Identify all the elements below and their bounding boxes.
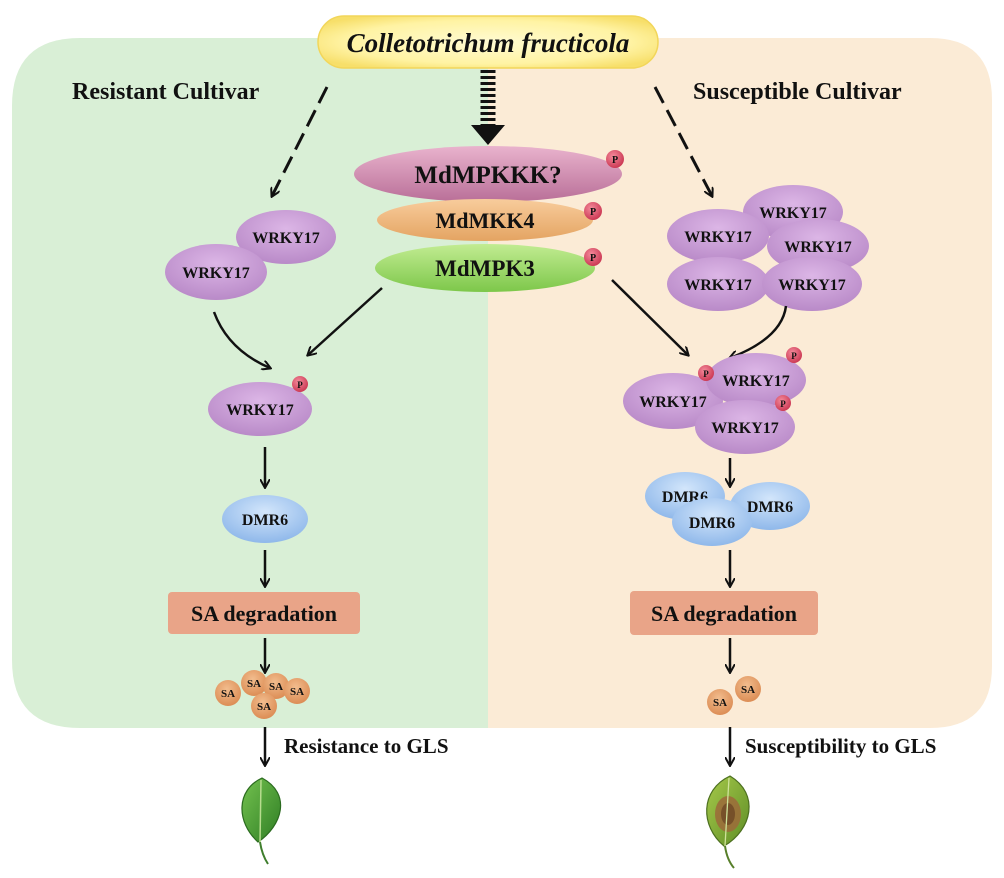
svg-text:WRKY17: WRKY17 (711, 420, 779, 437)
wrky17-phospho-node: WRKY17 (208, 382, 312, 436)
resistance-outcome-label: Resistance to GLS (284, 734, 449, 758)
dmr6-node: DMR6 (222, 495, 308, 543)
svg-text:SA: SA (290, 686, 304, 698)
susceptibility-outcome-label: Susceptibility to GLS (745, 734, 936, 758)
infected-leaf-icon (706, 775, 750, 869)
svg-text:SA: SA (247, 678, 261, 690)
sa-molecule: SA (735, 676, 761, 702)
resistant-title: Resistant Cultivar (72, 79, 260, 105)
arrow-mpk3-left (308, 287, 383, 355)
healthy-leaf-icon (241, 777, 282, 865)
svg-text:P: P (612, 155, 618, 166)
svg-text:DMR6: DMR6 (242, 512, 288, 529)
svg-text:SA: SA (257, 701, 271, 713)
mkk-node: MdMKK4 (377, 199, 593, 241)
svg-text:P: P (590, 207, 596, 218)
svg-text:SA: SA (269, 681, 283, 693)
mapkkk-node: MdMPKKK? (354, 146, 622, 202)
dmr6-node: DMR6 (672, 498, 752, 546)
wrky17-node: WRKY17 (165, 244, 267, 300)
svg-text:WRKY17: WRKY17 (252, 230, 320, 247)
sa-molecule: SA (215, 680, 241, 706)
svg-text:WRKY17: WRKY17 (778, 277, 846, 294)
wrky17-node: WRKY17 (667, 209, 769, 263)
susceptible-title: Susceptible Cultivar (693, 79, 902, 105)
sa-molecule: SA (251, 693, 277, 719)
phospho-badge: P (584, 202, 602, 220)
svg-text:WRKY17: WRKY17 (722, 373, 790, 390)
dashed-arrow-right (653, 86, 712, 196)
mpk-node: MdMPK3 (375, 244, 595, 292)
phospho-badge: P (698, 365, 714, 381)
dashed-arrow-left (272, 86, 329, 196)
wrky17-node: WRKY17 (667, 257, 769, 311)
svg-text:P: P (590, 253, 596, 264)
svg-text:DMR6: DMR6 (747, 499, 793, 516)
panel-background (12, 38, 992, 728)
svg-text:WRKY17: WRKY17 (784, 239, 852, 256)
wrky17-node: WRKY17 (236, 210, 336, 264)
svg-text:SA: SA (713, 697, 727, 709)
arrow-mpk3-right (611, 279, 688, 355)
sa-molecule: SA (707, 689, 733, 715)
svg-text:SA: SA (741, 684, 755, 696)
sa-molecule: SA (263, 673, 289, 699)
svg-text:WRKY17: WRKY17 (226, 402, 294, 419)
svg-text:P: P (780, 399, 786, 409)
svg-text:SA: SA (221, 688, 235, 700)
mkk-label: MdMKK4 (436, 208, 535, 233)
sa-degradation-box: SA degradation (630, 591, 818, 635)
central-thick-arrow (471, 70, 505, 145)
pathogen-label: Colletotrichum fructicola (347, 28, 630, 58)
sa-molecule: SA (241, 670, 267, 696)
svg-text:WRKY17: WRKY17 (182, 265, 250, 282)
svg-text:P: P (791, 351, 797, 361)
phospho-badge: P (292, 376, 308, 392)
wrky17-node: WRKY17 (762, 257, 862, 311)
sa-degradation-box: SA degradation (168, 592, 360, 634)
wrky17-node: WRKY17 (623, 373, 723, 429)
svg-text:WRKY17: WRKY17 (759, 205, 827, 222)
wrky17-node: WRKY17 (695, 400, 795, 454)
svg-text:P: P (703, 369, 709, 379)
svg-text:WRKY17: WRKY17 (639, 394, 707, 411)
svg-text:DMR6: DMR6 (689, 515, 735, 532)
phospho-badge: P (775, 395, 791, 411)
pathogen-node: Colletotrichum fructicola (317, 15, 659, 69)
phospho-badge: P (786, 347, 802, 363)
svg-text:SA degradation: SA degradation (191, 601, 337, 626)
svg-text:WRKY17: WRKY17 (684, 277, 752, 294)
wrky17-node: WRKY17 (706, 353, 806, 407)
svg-text:P: P (297, 380, 303, 390)
sa-molecule: SA (284, 678, 310, 704)
mpk-label: MdMPK3 (435, 256, 535, 281)
phospho-badge: P (584, 248, 602, 266)
mapkkk-label: MdMPKKK? (414, 162, 561, 189)
phospho-badge: P (606, 150, 624, 168)
curved-arrow-right (730, 305, 788, 358)
svg-text:WRKY17: WRKY17 (684, 229, 752, 246)
svg-text:SA degradation: SA degradation (651, 601, 797, 626)
curved-arrow-left (212, 311, 270, 368)
